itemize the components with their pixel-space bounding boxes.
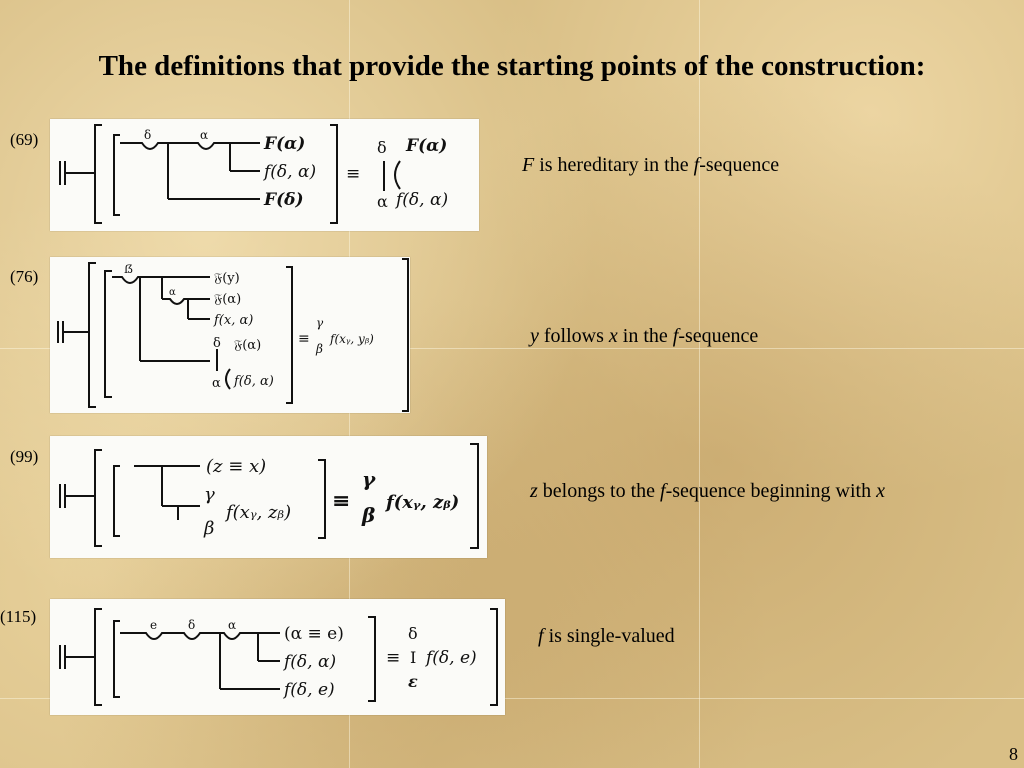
formula-76-drawing: ẞ α 𝔉(y) 𝔉(α) f(x, α) δ 𝔉(α) α f(δ, α) ≡… xyxy=(57,258,409,412)
formula-69: δ α F(α) f(δ, α) F(δ) ≡ δ α F(α) f(δ, α) xyxy=(50,119,479,231)
description-115-part: f xyxy=(538,625,544,647)
description-69: F is hereditary in the f-sequence xyxy=(522,154,779,177)
formula-76-rhs-bottom: β xyxy=(315,342,323,356)
background-seam xyxy=(0,698,1024,699)
description-99-part: z xyxy=(530,480,538,502)
description-69-part: f xyxy=(693,154,700,176)
formula-76-line-2: 𝔉(α) xyxy=(214,292,241,307)
formula-69-line-2: f(δ, α) xyxy=(262,162,316,182)
description-115: f is single-valued xyxy=(538,625,675,648)
formula-115-var-2: δ xyxy=(188,618,195,632)
formula-76-inner-bottom: α xyxy=(212,376,221,391)
equation-label-76: (76) xyxy=(10,267,39,286)
formula-115-var-1: e xyxy=(150,618,157,632)
background-seam xyxy=(699,0,700,768)
formula-115-rhs-bottom: ε xyxy=(408,672,418,691)
description-69-part: F xyxy=(522,154,535,176)
description-76-part: -sequence xyxy=(678,325,759,347)
slide-title: The definitions that provide the startin… xyxy=(98,50,926,82)
formula-99: (z ≡ x) γ β f(xᵧ, zᵦ) ≡ γ β f(xᵧ, zᵦ) xyxy=(50,436,487,558)
description-99-part: belongs to the xyxy=(537,480,661,502)
formula-76-inner-top: δ xyxy=(213,336,221,351)
formula-76-line-3: f(x, α) xyxy=(213,313,253,328)
formula-115-rhs: f(δ, e) xyxy=(424,648,477,668)
description-76: y follows x in the f-sequence xyxy=(530,325,758,348)
description-99-part: f xyxy=(660,480,666,502)
formula-115-line-3: f(δ, e) xyxy=(282,680,335,700)
description-69-part: is hereditary in the xyxy=(534,154,694,176)
description-99-part: x xyxy=(876,480,885,502)
equation-label-69: (69) xyxy=(10,130,39,149)
formula-99-inner-bottom: β xyxy=(203,518,214,539)
description-76-part: x xyxy=(608,325,618,347)
description-76-part: follows xyxy=(538,325,609,347)
formula-115-equiv: ≡ xyxy=(386,648,400,668)
formula-115-var-3: α xyxy=(228,618,236,632)
formula-76: ẞ α 𝔉(y) 𝔉(α) f(x, α) δ 𝔉(α) α f(δ, α) ≡… xyxy=(50,257,410,413)
formula-99-line-1: (z ≡ x) xyxy=(206,456,266,477)
formula-115-drawing: e δ α (α ≡ e) f(δ, α) f(δ, e) ≡ δ I ε f(… xyxy=(59,608,498,706)
formula-99-rhs-top: γ xyxy=(362,467,376,491)
formula-69-drawing: δ α F(α) f(δ, α) F(δ) ≡ δ α F(α) f(δ, α) xyxy=(59,124,448,224)
equation-label-115: (115) xyxy=(0,607,37,626)
formula-99-rhs-bottom: β xyxy=(361,503,375,527)
formula-69-rhs-lower: f(δ, α) xyxy=(394,190,448,210)
formula-69-rhs-top: δ xyxy=(377,138,387,157)
formula-115-line-2: f(δ, α) xyxy=(282,652,336,672)
formula-76-rhs: f(xᵧ, yᵦ) xyxy=(329,332,374,346)
formula-99-inner-top: γ xyxy=(204,484,215,505)
formula-76-rhs-top: γ xyxy=(316,316,324,330)
formula-115: e δ α (α ≡ e) f(δ, α) f(δ, e) ≡ δ I ε f(… xyxy=(50,599,505,715)
description-76-part: in the xyxy=(617,325,673,347)
formula-69-line-1: F(α) xyxy=(263,134,305,154)
formula-69-line-3: F(δ) xyxy=(263,190,304,210)
formula-76-equiv: ≡ xyxy=(298,331,310,347)
description-99: z belongs to the f-sequence beginning wi… xyxy=(530,480,885,503)
formula-69-rhs-upper: F(α) xyxy=(405,136,447,156)
formula-115-rhs-top: δ xyxy=(408,624,418,643)
description-76-part: f xyxy=(672,325,679,347)
description-69-part: -sequence xyxy=(699,154,780,176)
formula-99-drawing: (z ≡ x) γ β f(xᵧ, zᵦ) ≡ γ β f(xᵧ, zᵦ) xyxy=(59,443,479,549)
description-115-part: is single-valued xyxy=(543,625,675,647)
background-seam xyxy=(0,348,1024,349)
formula-76-line-1: 𝔉(y) xyxy=(214,271,240,286)
page-number: 8 xyxy=(1009,744,1018,764)
equation-label-99: (99) xyxy=(10,447,39,466)
description-99-part: -sequence beginning with xyxy=(665,480,877,502)
description-76-part: y xyxy=(530,325,539,347)
formula-69-rhs-bottom: α xyxy=(377,192,388,211)
formula-115-line-1: (α ≡ e) xyxy=(284,624,344,644)
formula-69-var-1: δ xyxy=(144,128,151,142)
formula-99-line-2: f(xᵧ, zᵦ) xyxy=(224,502,291,523)
formula-69-var-2: α xyxy=(200,128,208,142)
formula-76-line-4: 𝔉(α) xyxy=(234,338,261,353)
formula-99-rhs: f(xᵧ, zᵦ) xyxy=(384,492,459,513)
formula-99-equiv: ≡ xyxy=(332,488,350,514)
formula-69-equiv: ≡ xyxy=(346,164,360,184)
formula-76-line-5: f(δ, α) xyxy=(233,374,274,389)
formula-76-var-2: α xyxy=(169,287,176,298)
formula-115-rhs-mid: I xyxy=(410,648,416,667)
formula-76-var-1: ẞ xyxy=(124,263,133,276)
